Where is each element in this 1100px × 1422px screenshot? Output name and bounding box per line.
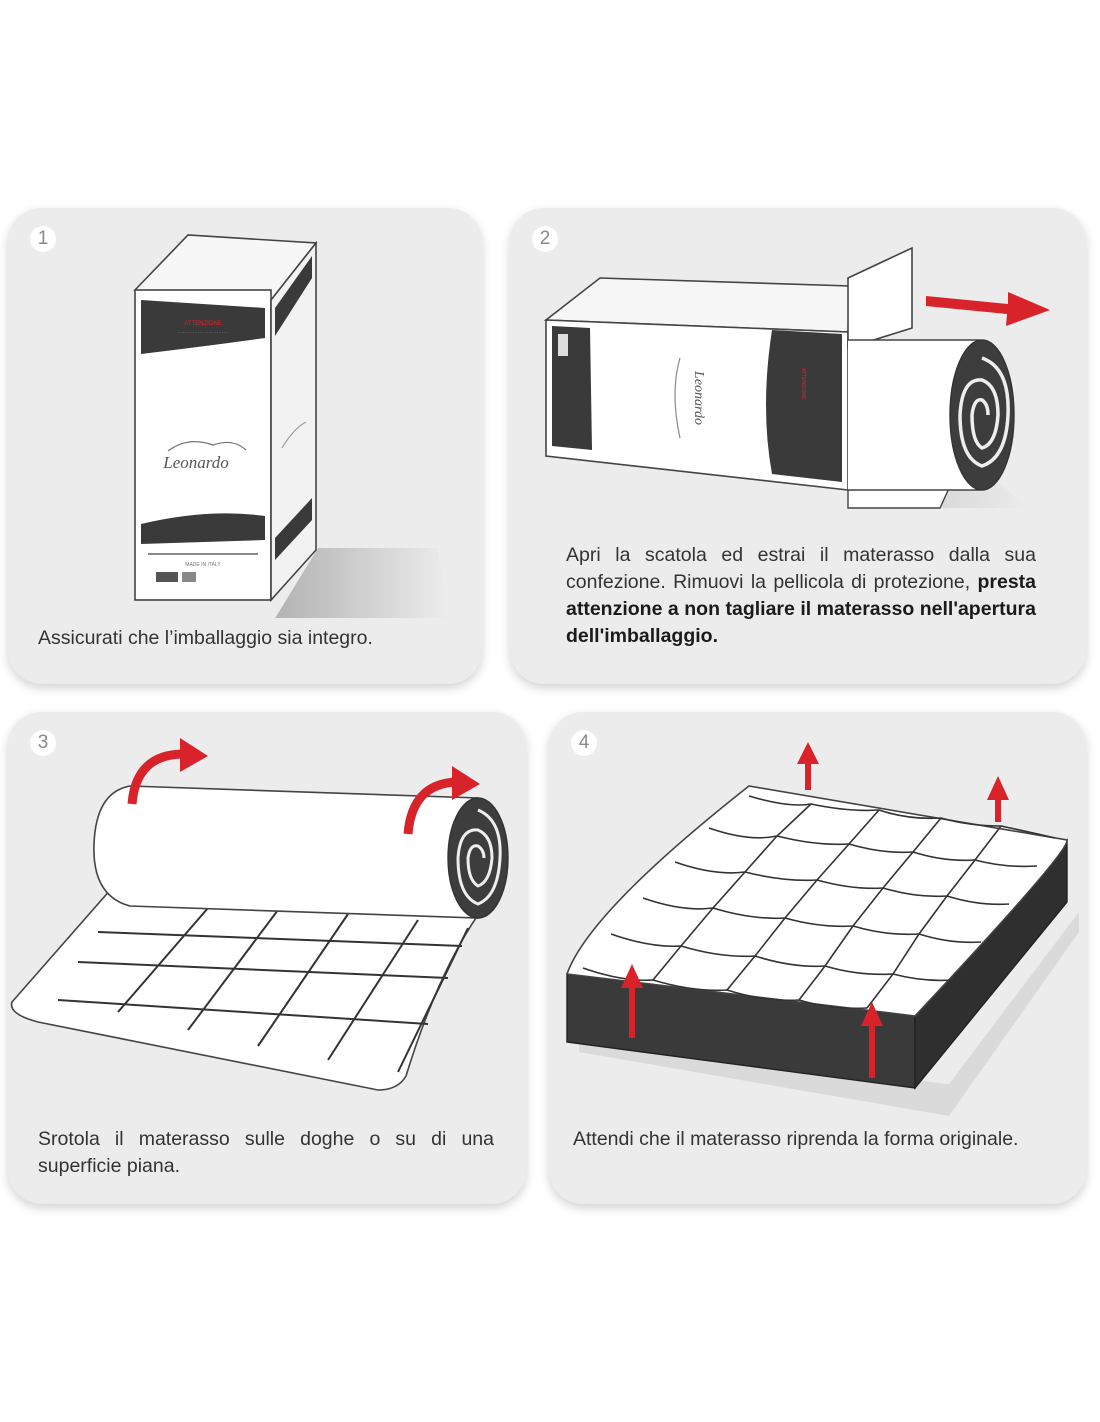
step-caption: Attendi che il materasso riprenda la for… (573, 1128, 1019, 1150)
step-card-3: 3 Srotola il materasso sulle doghe o su … (8, 712, 526, 1204)
curved-arrow-icon (127, 738, 208, 805)
step-card-1: 1 ATTENZIONE · · · · · · · · · · · · · ·… (8, 208, 482, 684)
step-number: 2 (532, 226, 558, 252)
curved-arrow-icon (403, 766, 480, 835)
arrow-up-icon (797, 742, 819, 790)
step-caption-normal: Apri la scatola ed estrai il materasso d… (566, 544, 1036, 593)
unrolling-mattress-illustration (10, 738, 509, 1091)
mattress-box-illustration: ATTENZIONE · · · · · · · · · · · · · · ·… (133, 234, 448, 618)
expanded-mattress-illustration (565, 742, 1079, 1116)
step-caption: Srotola il materasso sulle doghe o su di… (38, 1128, 494, 1177)
step-card-2: 2 ATTENZIONE Leonardo (510, 208, 1086, 684)
box-warning-title: ATTENZIONE (184, 321, 222, 327)
step-caption-bold: presta attenzione a non tagliare il mate… (566, 571, 1036, 647)
box-made-in: MADE IN ITALY (185, 562, 221, 568)
svg-text:Leonardo: Leonardo (691, 370, 706, 425)
svg-text:ATTENZIONE: ATTENZIONE (800, 368, 806, 400)
step-caption: Assicurati che l’imballaggio sia integro… (38, 627, 373, 649)
arrow-up-icon (861, 1002, 883, 1078)
step-number: 4 (571, 730, 597, 756)
step-number: 1 (30, 226, 56, 252)
step-number: 3 (30, 730, 56, 756)
arrow-up-icon (987, 776, 1009, 822)
opening-box-illustration: ATTENZIONE Leonardo (543, 246, 1050, 509)
step-card-4: 4 (549, 712, 1086, 1204)
arrow-up-icon (621, 964, 643, 1038)
brand-logo: Leonardo (162, 453, 229, 472)
svg-text:· · · · · · · · · · · · · · ·: · · · · · · · · · · · · · · · · · · · · … (178, 330, 228, 335)
arrow-right-icon (926, 292, 1050, 326)
